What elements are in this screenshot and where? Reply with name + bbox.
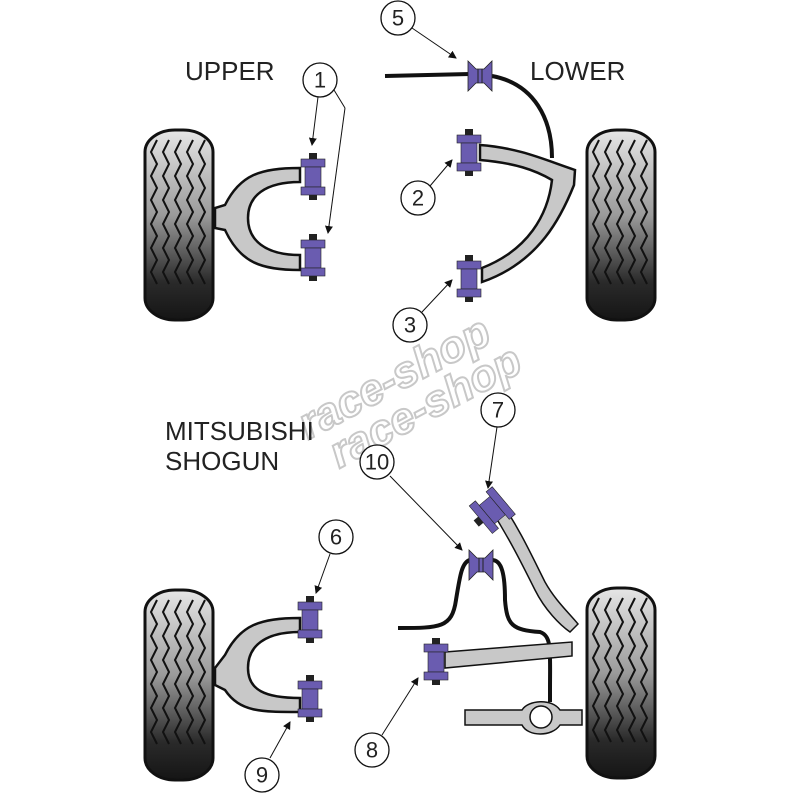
callout-9-arrow	[269, 721, 291, 759]
callout-5-label: 5	[392, 6, 404, 31]
callout-8-label: 8	[366, 738, 378, 763]
callout-2-arrow	[429, 159, 453, 187]
callout-1-arrow-a	[308, 96, 319, 146]
tie-rod	[489, 498, 580, 633]
callout-1-leader	[333, 89, 346, 109]
callout-8-arrow	[381, 677, 419, 736]
bushing-9	[297, 674, 323, 723]
callout-9	[244, 757, 280, 793]
label-lower: LOWER	[530, 56, 625, 86]
tire-lower-left	[143, 588, 215, 782]
callout-7-label: 7	[492, 398, 504, 423]
lower-control-arm	[478, 143, 577, 284]
callout-3-arrow	[421, 279, 453, 313]
upper-control-arm	[213, 166, 302, 272]
callout-5	[380, 0, 416, 36]
callout-10-label: 10	[365, 450, 389, 475]
bushing-2	[456, 128, 482, 177]
callout-1	[302, 62, 338, 98]
callout-1-label: 1	[314, 68, 326, 93]
lower-view-control-arm	[213, 616, 302, 714]
callout-2-label: 2	[412, 186, 424, 211]
model-name-line-2: SHOGUN	[165, 446, 279, 476]
callout-9-label: 9	[256, 763, 268, 788]
callout-6-arrow	[314, 553, 331, 594]
callout-6	[318, 519, 354, 555]
callout-6-label: 6	[330, 525, 342, 550]
anti-roll-bar-upper-drop	[491, 74, 554, 159]
bushing-1-bottom	[300, 233, 326, 282]
callout-1-arrow-b	[324, 107, 346, 234]
anti-roll-bar-upper	[384, 72, 471, 78]
tire-upper-right	[585, 128, 657, 322]
callout-10-arrow	[389, 475, 463, 551]
bushing-10	[468, 549, 494, 581]
bushing-5	[467, 60, 493, 92]
bushing-6	[297, 595, 323, 644]
axle-bracket-hole	[529, 705, 553, 729]
bushing-7	[468, 486, 516, 534]
callout-2	[400, 180, 436, 216]
callout-7-arrow	[485, 426, 498, 489]
tire-upper-left	[143, 128, 215, 322]
callout-3-label: 3	[404, 313, 416, 338]
callout-8	[354, 732, 390, 768]
callout-3	[392, 307, 428, 343]
callout-5-arrow	[411, 27, 457, 59]
model-name-line-1: MITSUBISHI	[165, 416, 314, 446]
tire-lower-right	[585, 586, 657, 780]
label-upper: UPPER	[185, 56, 275, 86]
callout-10	[359, 444, 395, 480]
panhard-rod	[444, 641, 573, 669]
bushing-3	[456, 254, 482, 303]
anti-roll-bar-lower	[397, 558, 553, 702]
axle-bracket	[464, 701, 583, 735]
bushing-1-top	[300, 152, 326, 201]
callout-7	[480, 392, 516, 428]
